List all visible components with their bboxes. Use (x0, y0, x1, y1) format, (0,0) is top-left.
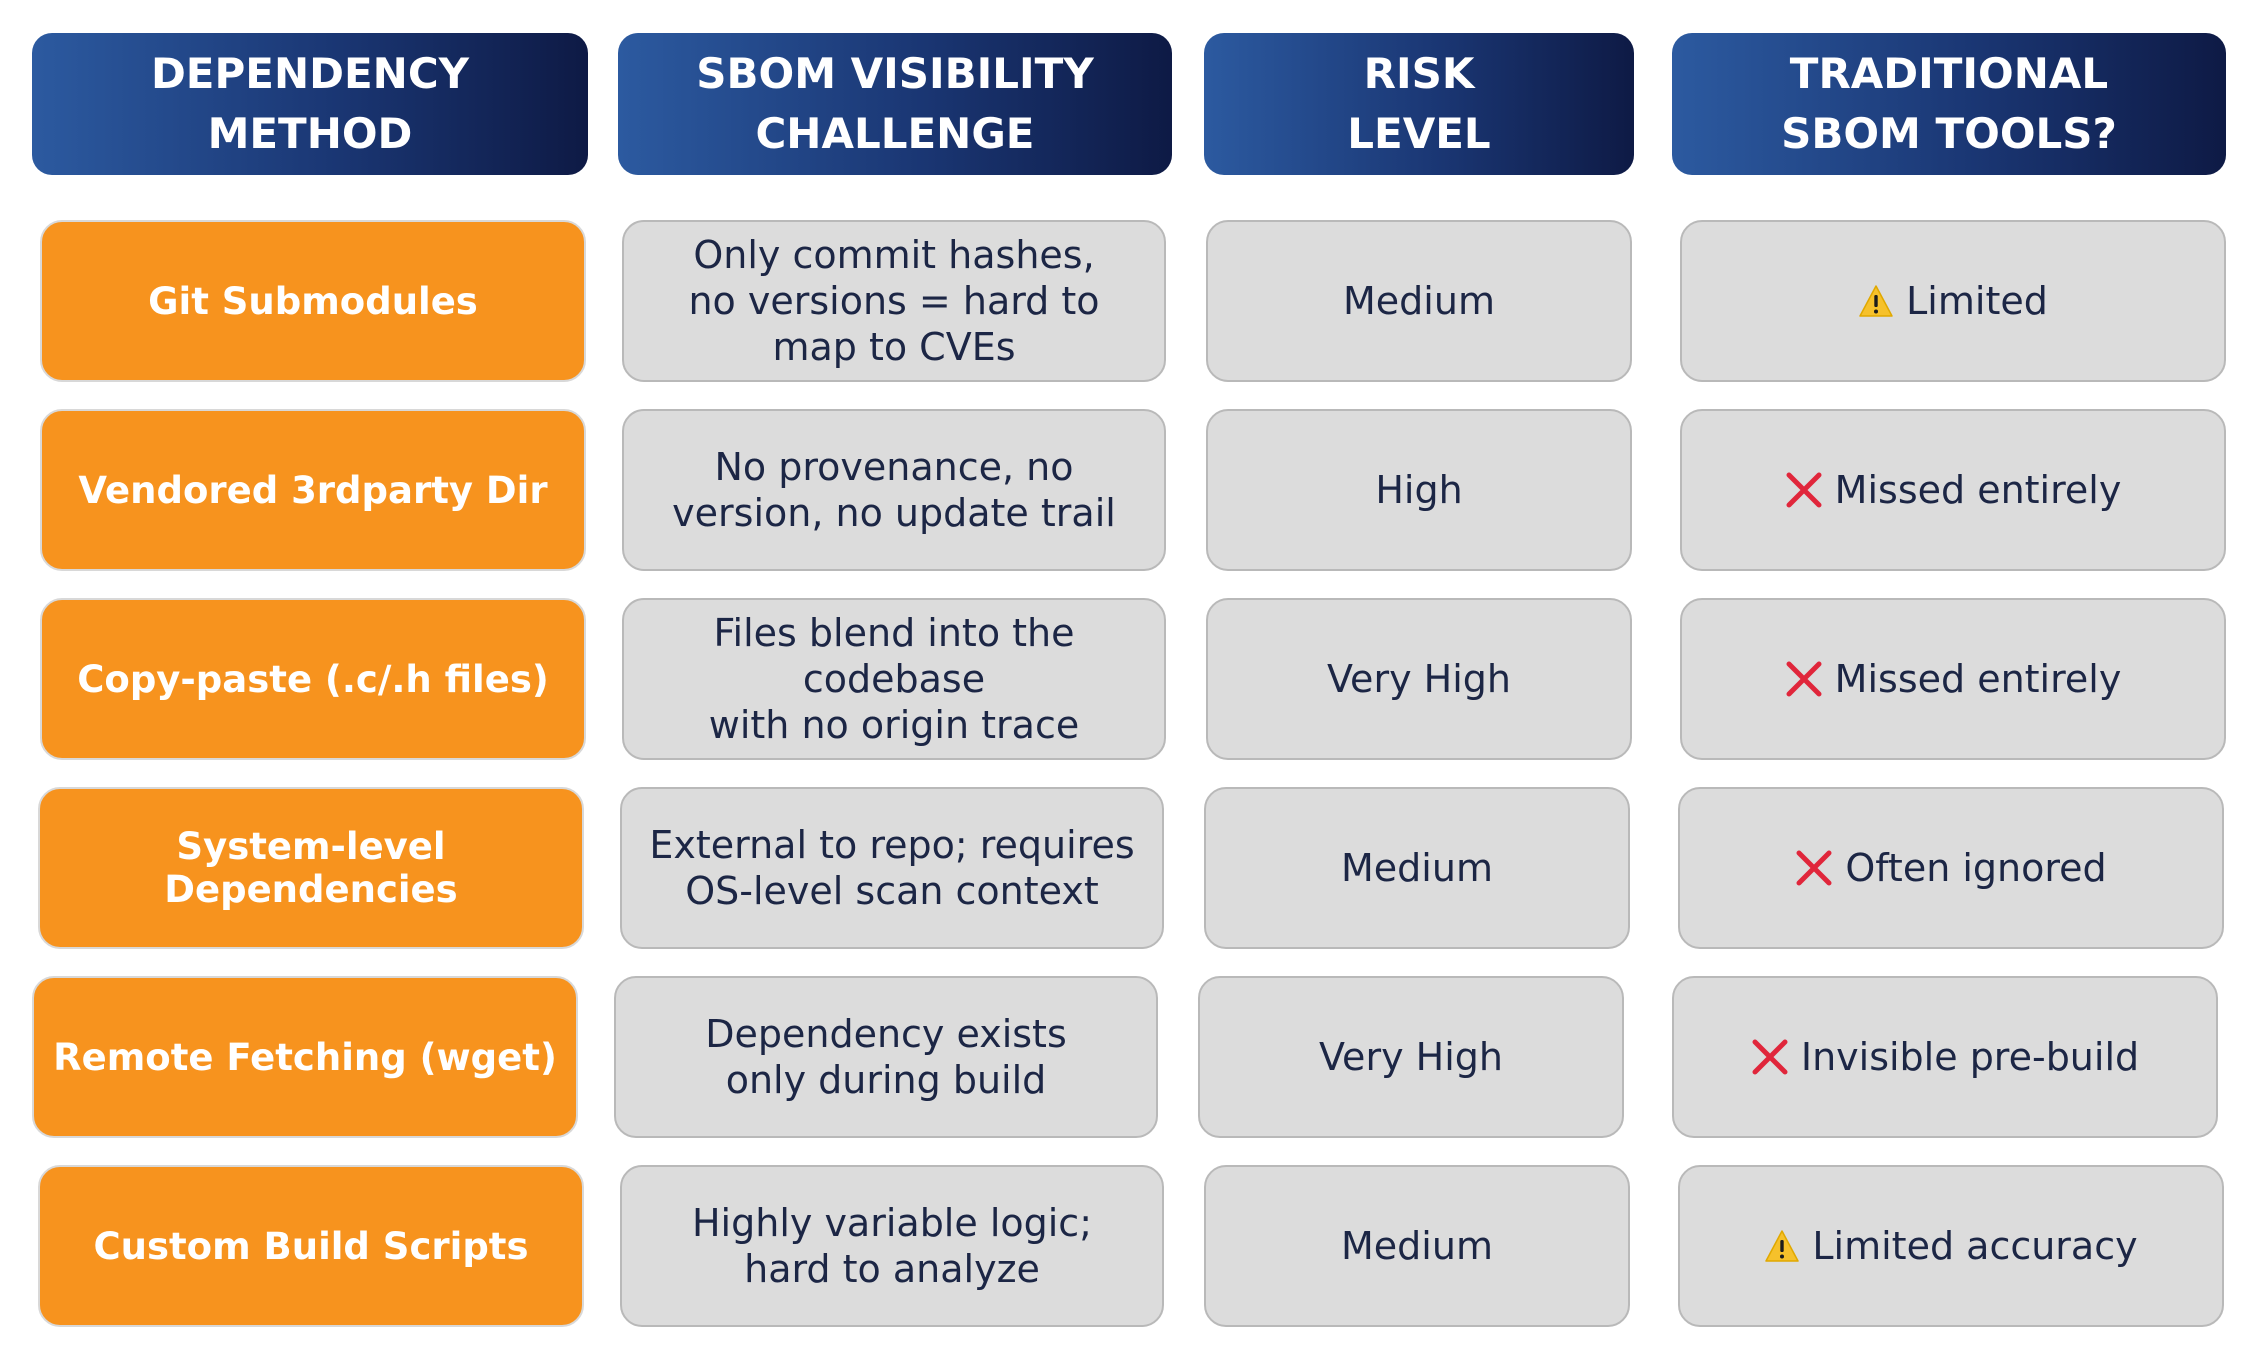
method-cell: Custom Build Scripts (38, 1165, 584, 1327)
tools-cell: Limited (1680, 220, 2226, 382)
header-traditional-sbom-tools: TRADITIONAL SBOM TOOLS? (1672, 33, 2226, 175)
tools-cell: Invisible pre-build (1672, 976, 2218, 1138)
method-cell: Remote Fetching (wget) (32, 976, 578, 1138)
warning-icon (1764, 1183, 1800, 1309)
header-sbom-visibility-challenge: SBOM VISIBILITY CHALLENGE (618, 33, 1172, 175)
challenge-cell: Only commit hashes, no versions = hard t… (622, 220, 1166, 382)
tools-text: Missed entirely (1834, 468, 2122, 512)
risk-cell: Very High (1198, 976, 1624, 1138)
challenge-cell: Highly variable logic; hard to analyze (620, 1165, 1164, 1327)
tools-label-group: Invisible pre-build (1751, 992, 2139, 1122)
tools-cell: Limited accuracy (1678, 1165, 2224, 1327)
tools-text: Invisible pre-build (1800, 1035, 2140, 1079)
method-cell: Git Submodules (40, 220, 586, 382)
risk-cell: Medium (1204, 1165, 1630, 1327)
challenge-cell: Files blend into the codebase with no or… (622, 598, 1166, 760)
tools-cell: Missed entirely (1680, 409, 2226, 571)
tools-label-group: Often ignored (1795, 803, 2107, 933)
challenge-cell: No provenance, no version, no update tra… (622, 409, 1166, 571)
tools-text: Missed entirely (1834, 657, 2122, 701)
tools-cell: Missed entirely (1680, 598, 2226, 760)
cross-icon (1785, 614, 1823, 744)
risk-cell: Medium (1206, 220, 1632, 382)
risk-cell: Medium (1204, 787, 1630, 949)
risk-cell: Very High (1206, 598, 1632, 760)
risk-cell: High (1206, 409, 1632, 571)
method-cell: Vendored 3rdparty Dir (40, 409, 586, 571)
tools-label-group: Missed entirely (1785, 425, 2122, 555)
tools-label-group: Limited accuracy (1764, 1183, 2138, 1309)
tools-text: Limited accuracy (1812, 1224, 2138, 1268)
method-cell: Copy-paste (.c/.h files) (40, 598, 586, 760)
tools-text: Often ignored (1845, 846, 2107, 890)
tools-text: Limited (1906, 279, 2048, 323)
warning-icon (1858, 238, 1894, 364)
cross-icon (1795, 803, 1833, 933)
tools-label-group: Missed entirely (1785, 614, 2122, 744)
cross-icon (1751, 992, 1789, 1122)
header-risk-level: RISK LEVEL (1204, 33, 1634, 175)
tools-label-group: Limited (1858, 238, 2048, 364)
method-cell: System-level Dependencies (38, 787, 584, 949)
cross-icon (1785, 425, 1823, 555)
challenge-cell: Dependency exists only during build (614, 976, 1158, 1138)
challenge-cell: External to repo; requires OS-level scan… (620, 787, 1164, 949)
tools-cell: Often ignored (1678, 787, 2224, 949)
header-dependency-method: DEPENDENCY METHOD (32, 33, 588, 175)
